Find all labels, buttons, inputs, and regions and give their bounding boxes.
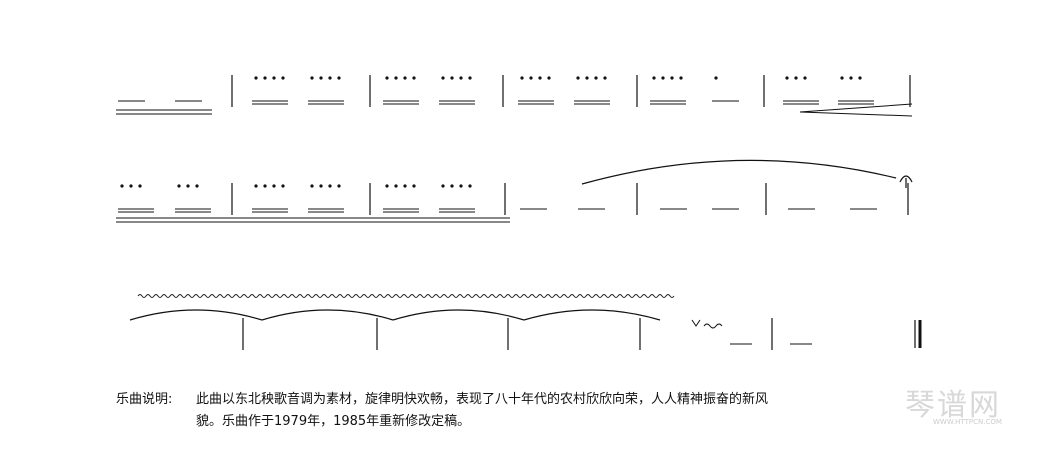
accent-dot — [310, 184, 314, 188]
accent-dot — [328, 76, 332, 80]
watermark-url: WWW.HTTPCN.COM — [933, 418, 1002, 426]
tie-slur — [261, 309, 394, 321]
accent-dot — [328, 184, 332, 188]
trill-wave-line — [137, 294, 675, 298]
accent-dot — [520, 76, 524, 80]
accent-dot — [412, 76, 416, 80]
accent-dot — [441, 76, 445, 80]
accent-dot — [403, 184, 407, 188]
fermata-mark — [899, 175, 913, 183]
accent-dot — [195, 184, 199, 188]
accent-dot — [254, 76, 258, 80]
accent-dot — [441, 184, 445, 188]
accent-dot — [538, 76, 542, 80]
accent-dot — [794, 76, 798, 80]
accent-dot — [576, 76, 580, 80]
accent-dot — [652, 76, 656, 80]
numbered-musical-score — [116, 75, 922, 350]
explanation-line-1: 此曲以东北秧歌音调为素材，旋律明快欢畅，表现了八十年代的农村欣欣向荣，人人精神振… — [196, 392, 769, 407]
tie-slur — [392, 309, 525, 321]
hairpin-diminuendo — [799, 103, 913, 117]
accent-dot — [385, 76, 389, 80]
phrase-slur — [581, 159, 897, 185]
accent-dot — [272, 184, 276, 188]
accent-dot — [714, 76, 718, 80]
accent-dot — [337, 76, 341, 80]
accent-dot — [394, 76, 398, 80]
accent-dot — [547, 76, 551, 80]
accent-dot — [263, 184, 267, 188]
explanation-label: 乐曲说明: — [116, 392, 173, 407]
accent-dot — [594, 76, 598, 80]
explanation-line-2: 貌。乐曲作于1979年，1985年重新修改定稿。 — [196, 414, 471, 429]
accent-dot — [186, 184, 190, 188]
site-watermark: 琴谱网 WWW.HTTPCN.COM — [905, 380, 1002, 426]
accent-dot — [450, 76, 454, 80]
accent-dot — [281, 184, 285, 188]
accent-dot — [459, 184, 463, 188]
accent-dot — [129, 184, 133, 188]
accent-dot — [319, 76, 323, 80]
accent-dot — [468, 184, 472, 188]
accent-dot — [310, 76, 314, 80]
accent-dot — [529, 76, 533, 80]
accent-dot — [803, 76, 807, 80]
tie-slur — [523, 309, 661, 321]
accent-dot — [403, 76, 407, 80]
accent-dot — [319, 184, 323, 188]
accent-dot — [670, 76, 674, 80]
accent-dot — [272, 76, 276, 80]
accent-dot — [585, 76, 589, 80]
accent-dot — [603, 76, 607, 80]
ornament-mark — [691, 319, 723, 329]
accent-dot — [394, 184, 398, 188]
accent-dot — [281, 76, 285, 80]
accent-dot — [468, 76, 472, 80]
accent-dot — [263, 76, 267, 80]
accent-dot — [450, 184, 454, 188]
accent-dot — [459, 76, 463, 80]
tie-slur — [129, 309, 263, 321]
accent-dot — [385, 184, 389, 188]
watermark-logo-text: 琴谱网 — [905, 388, 1001, 423]
accent-dot — [661, 76, 665, 80]
accent-dot — [679, 76, 683, 80]
accent-dot — [858, 76, 862, 80]
accent-dot — [120, 184, 124, 188]
accent-dot — [138, 184, 142, 188]
accent-dot — [412, 184, 416, 188]
accent-dot — [177, 184, 181, 188]
accent-dot — [849, 76, 853, 80]
accent-dot — [254, 184, 258, 188]
accent-dot — [840, 76, 844, 80]
accent-dot — [785, 76, 789, 80]
accent-dot — [337, 184, 341, 188]
